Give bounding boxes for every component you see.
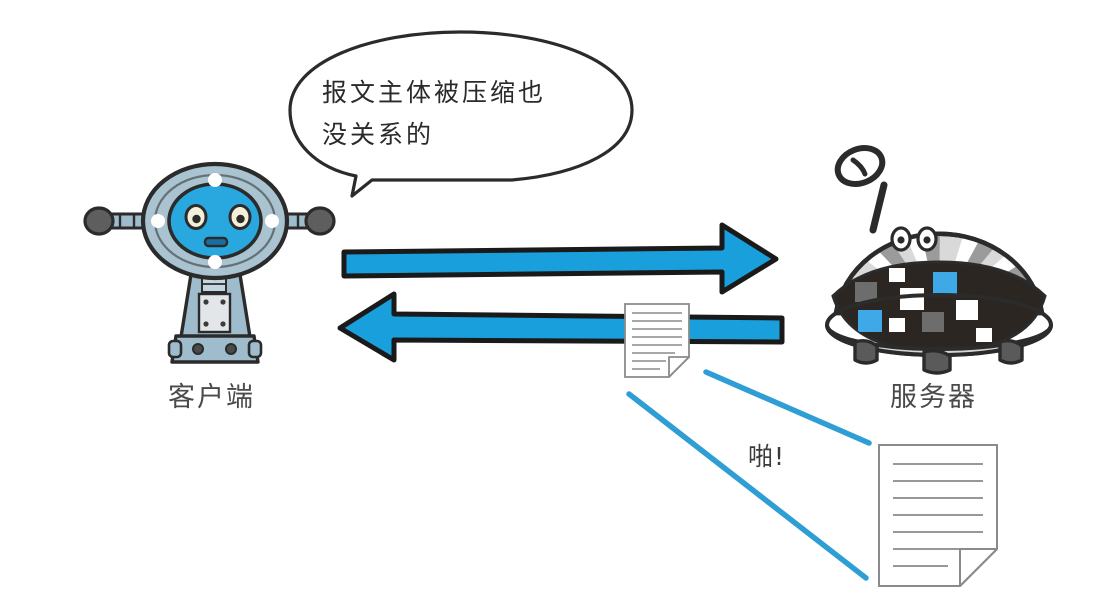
expanded-doc-lines — [893, 463, 983, 567]
compressed-doc-lines — [632, 312, 682, 370]
speech-bubble-line-1: 报文主体被压缩也 — [322, 78, 547, 107]
response-arrow — [337, 291, 785, 363]
client-mouth-icon — [203, 236, 229, 248]
server-wheels — [853, 338, 1024, 375]
impact-effect-lines — [626, 369, 872, 581]
client-head-dot-bottom — [208, 255, 222, 269]
effect-line-upper — [703, 369, 872, 446]
expanded-message-document — [878, 444, 998, 587]
server-window-lights — [855, 268, 992, 342]
server-eyes-icon — [890, 226, 938, 252]
client-head-dot-right — [265, 214, 279, 228]
speech-bubble-outline — [288, 30, 634, 198]
request-arrow — [341, 222, 779, 295]
client-robot — [83, 161, 336, 364]
client-label: 客户端 — [168, 382, 255, 413]
client-head — [140, 161, 290, 281]
impact-sound-effect-label: 啪! — [748, 442, 786, 471]
server-robot — [825, 145, 1053, 375]
server-antenna-icon — [834, 145, 888, 234]
client-eyes-icon — [184, 204, 252, 230]
client-head-dot-left — [151, 214, 165, 228]
client-speech-bubble — [288, 30, 634, 198]
client-body — [167, 260, 263, 364]
effect-line-lower — [626, 391, 869, 581]
client-head-dot-top — [208, 173, 222, 187]
speech-bubble-line-2: 没关系的 — [322, 120, 435, 149]
speech-bubble-text: 报文主体被压缩也 没关系的 — [322, 72, 612, 156]
server-label: 服务器 — [890, 382, 977, 413]
compressed-message-document — [624, 303, 690, 378]
server-lower-body — [831, 260, 1047, 354]
